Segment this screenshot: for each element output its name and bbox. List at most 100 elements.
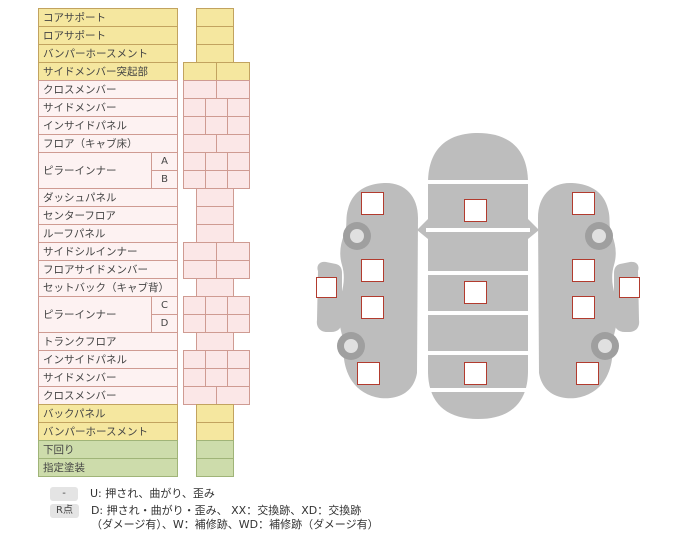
condition-cell[interactable]	[216, 134, 250, 153]
check-marker-left-2[interactable]	[361, 259, 384, 282]
table-row: バンパーホースメント	[38, 44, 253, 63]
pillar-sub-label: D	[151, 314, 178, 333]
condition-cell[interactable]	[216, 62, 250, 81]
condition-cell[interactable]	[216, 386, 250, 405]
condition-cell[interactable]	[196, 224, 234, 243]
condition-cell[interactable]	[205, 98, 228, 117]
condition-cell-group	[183, 350, 250, 369]
condition-cell[interactable]	[205, 116, 228, 135]
condition-cell-area	[183, 332, 251, 351]
condition-cell-group	[196, 26, 234, 45]
right-mirror-icon	[528, 219, 539, 239]
condition-cell[interactable]	[183, 314, 206, 333]
check-marker-left-4[interactable]	[357, 362, 380, 385]
condition-cell[interactable]	[205, 350, 228, 369]
condition-cell[interactable]	[183, 80, 217, 99]
left-front-wheel-center	[350, 229, 364, 243]
check-marker-right-1[interactable]	[572, 192, 595, 215]
condition-cell[interactable]	[227, 314, 250, 333]
condition-cell[interactable]	[196, 188, 234, 207]
condition-cell[interactable]	[183, 62, 217, 81]
table-row: 指定塗装	[38, 458, 253, 477]
condition-cell-group	[196, 206, 234, 225]
check-marker-left-outer[interactable]	[316, 277, 337, 298]
condition-cell[interactable]	[196, 26, 234, 45]
table-row: コアサポート	[38, 8, 253, 27]
table-row: サイドメンバー	[38, 98, 253, 117]
condition-cell-group	[183, 116, 250, 135]
table-row: インサイドパネル	[38, 116, 253, 135]
pillar-sub-label: C	[151, 296, 178, 315]
check-marker-top-1[interactable]	[464, 199, 487, 222]
condition-cell[interactable]	[227, 170, 250, 189]
condition-cell[interactable]	[196, 332, 234, 351]
condition-cell[interactable]	[205, 368, 228, 387]
condition-cell-group	[183, 62, 250, 81]
condition-cell[interactable]	[183, 386, 217, 405]
part-label: インサイドパネル	[38, 116, 178, 135]
condition-cell-area	[183, 134, 251, 153]
check-marker-right-2[interactable]	[572, 259, 595, 282]
condition-cell-area	[183, 116, 251, 135]
part-label: ピラーインナー	[38, 296, 152, 333]
condition-cell[interactable]	[183, 152, 206, 171]
table-row: セットバック（キャブ背）	[38, 278, 253, 297]
condition-cell[interactable]	[183, 170, 206, 189]
check-marker-left-1[interactable]	[361, 192, 384, 215]
condition-cell[interactable]	[205, 170, 228, 189]
condition-cell-area	[183, 368, 251, 387]
condition-cell[interactable]	[183, 260, 217, 279]
condition-cell[interactable]	[196, 8, 234, 27]
check-marker-right-outer[interactable]	[619, 277, 640, 298]
condition-cell[interactable]	[183, 368, 206, 387]
condition-cell[interactable]	[183, 116, 206, 135]
condition-cell[interactable]	[227, 98, 250, 117]
condition-cell[interactable]	[205, 296, 228, 315]
legend-text-u: U: 押され、曲がり、歪み	[90, 487, 215, 500]
condition-cell[interactable]	[216, 242, 250, 261]
legend-text-d: D: 押され・曲がり・歪み、 XX：交換跡、XD：交換跡（ダメージ有）、W：補修…	[90, 504, 379, 531]
condition-cell[interactable]	[205, 152, 228, 171]
table-row: サイドメンバー	[38, 368, 253, 387]
condition-cell[interactable]	[205, 314, 228, 333]
check-marker-top-2[interactable]	[464, 281, 487, 304]
condition-cell-area	[183, 8, 251, 27]
check-marker-top-3[interactable]	[464, 362, 487, 385]
part-label: クロスメンバー	[38, 80, 178, 99]
condition-cell[interactable]	[196, 404, 234, 423]
right-rear-wheel-center	[598, 339, 612, 353]
condition-cell[interactable]	[216, 260, 250, 279]
condition-cell[interactable]	[196, 278, 234, 297]
check-marker-right-3[interactable]	[572, 296, 595, 319]
condition-cell[interactable]	[227, 116, 250, 135]
part-label: バックパネル	[38, 404, 178, 423]
table-row: クロスメンバー	[38, 80, 253, 99]
condition-cell[interactable]	[196, 458, 234, 477]
check-marker-right-4[interactable]	[576, 362, 599, 385]
check-marker-left-3[interactable]	[361, 296, 384, 319]
condition-cell[interactable]	[196, 440, 234, 459]
part-label: インサイドパネル	[38, 350, 178, 369]
condition-cell[interactable]	[196, 206, 234, 225]
condition-cell-group	[196, 8, 234, 27]
condition-cell[interactable]	[183, 242, 217, 261]
condition-cell[interactable]	[196, 44, 234, 63]
condition-cell[interactable]	[227, 350, 250, 369]
condition-cell-group	[196, 422, 234, 441]
condition-cell-group	[183, 98, 250, 117]
part-label: バンパーホースメント	[38, 44, 178, 63]
condition-cell[interactable]	[196, 422, 234, 441]
condition-cell[interactable]	[183, 98, 206, 117]
condition-cell[interactable]	[227, 296, 250, 315]
condition-cell[interactable]	[216, 80, 250, 99]
condition-cell[interactable]	[183, 134, 217, 153]
condition-cell[interactable]	[183, 350, 206, 369]
part-label: バンパーホースメント	[38, 422, 178, 441]
condition-cell[interactable]	[227, 368, 250, 387]
condition-cell-area	[183, 152, 251, 189]
condition-cell[interactable]	[183, 296, 206, 315]
condition-cell[interactable]	[227, 152, 250, 171]
